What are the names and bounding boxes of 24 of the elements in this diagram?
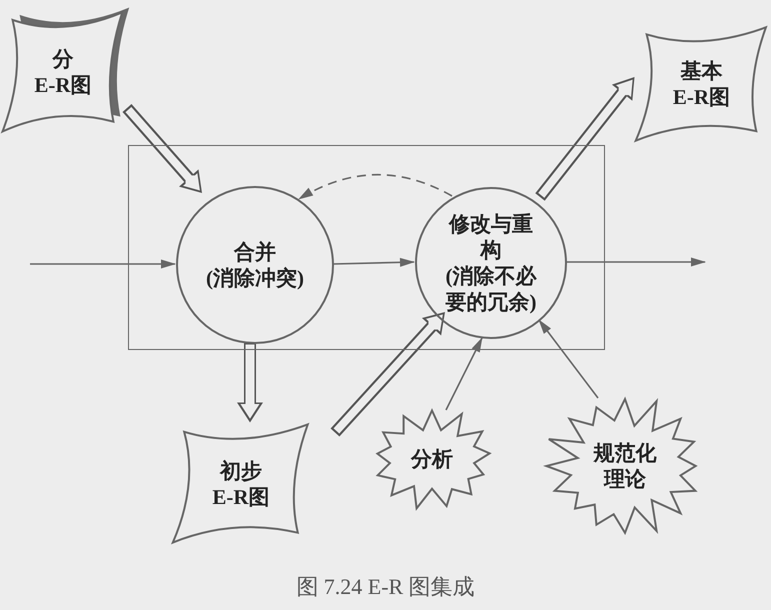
node-label: 分析 [411,446,453,472]
hollow-arrow [237,343,263,422]
arrow [30,260,176,268]
node-label: E-R图 [672,84,730,110]
node-label: E-R图 [212,484,270,510]
caption: 图 7.24 E-R 图集成 [295,573,476,601]
hollow-arrow [330,312,445,437]
process-circle [176,186,334,344]
boundary-box [128,145,605,350]
node-label: (消除不必要的冗余) [444,263,538,315]
node-label: 规范化理论 [592,440,658,492]
node-label: 基本 [680,58,722,84]
hollow-arrow [535,77,634,201]
process-circle [415,187,567,339]
node-label: E-R图 [34,72,92,98]
arrow [566,258,706,266]
node-label: 初步 [220,458,262,484]
node-label: 合并 [234,239,276,265]
arrow [332,258,415,267]
dashed-arrow [298,174,452,200]
node-label: 分 [52,46,74,72]
hollow-arrow [122,104,202,193]
node-label: (消除冲突) [206,265,304,291]
node-label: 修改与重构 [448,211,534,263]
